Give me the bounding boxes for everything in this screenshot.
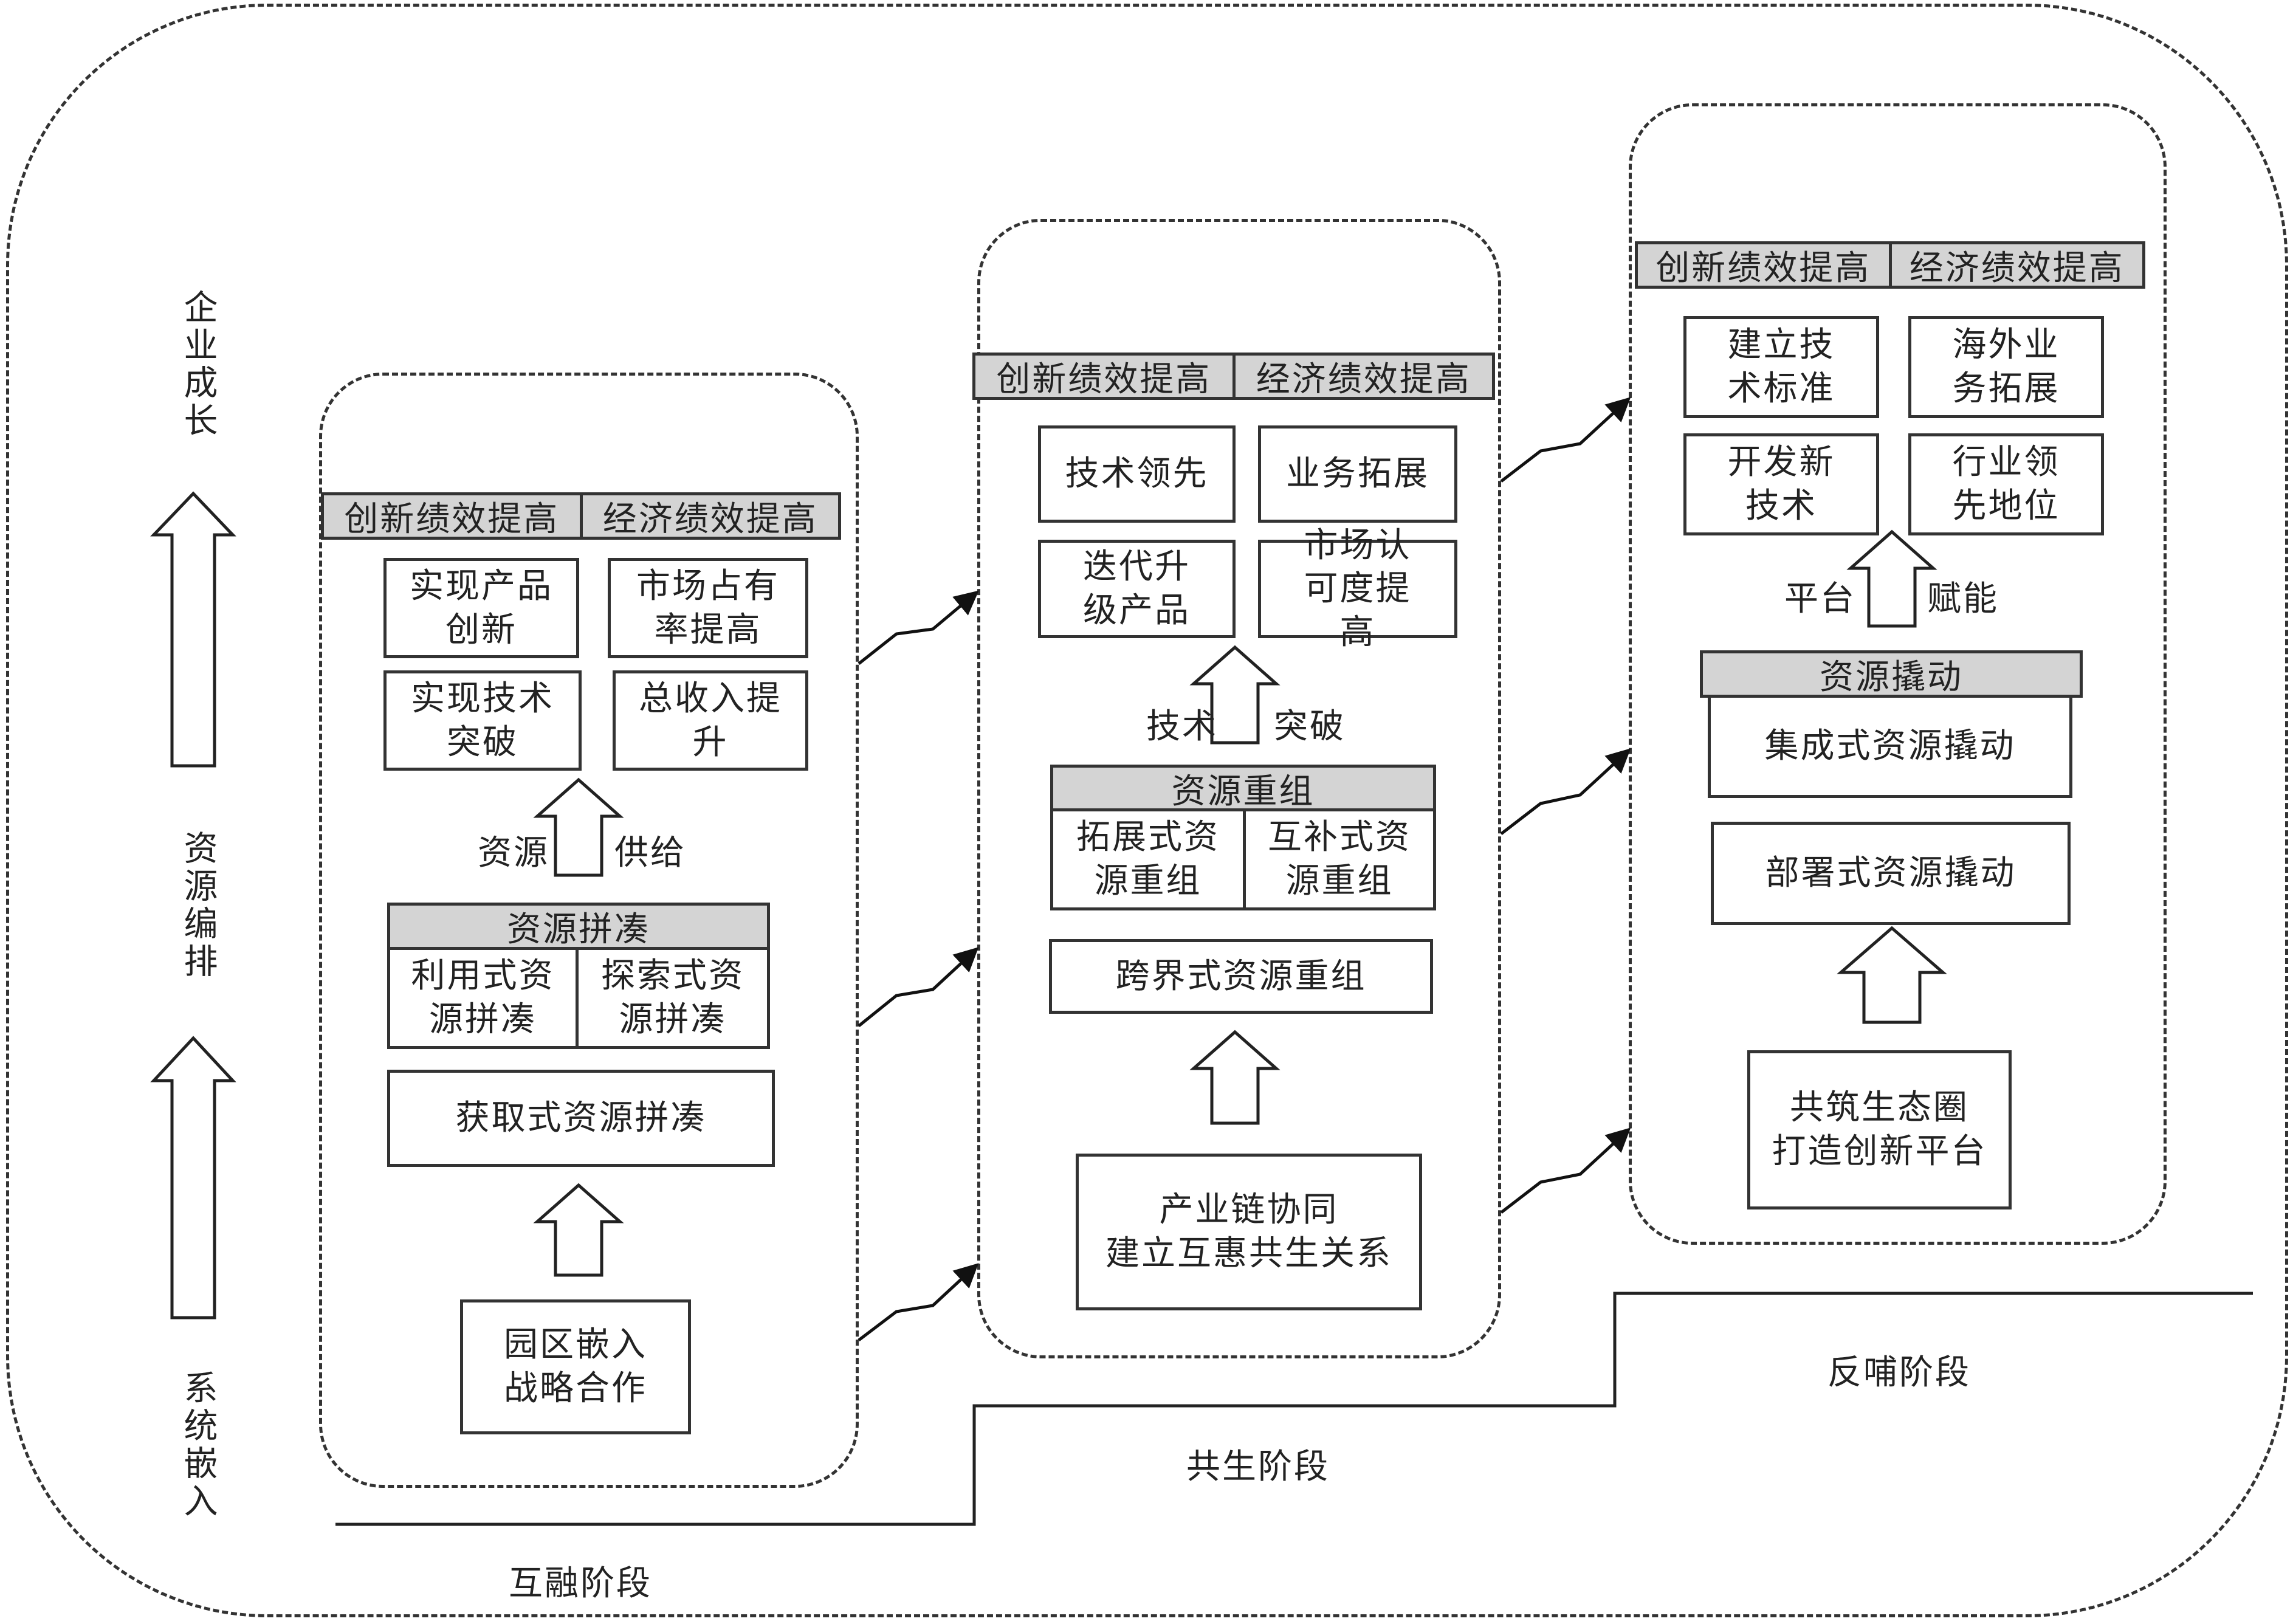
stage2-arrow-label-right: 突破	[1274, 706, 1346, 746]
stage1-mechanism-acquisition: 获取式资源拼凑	[387, 1070, 775, 1167]
stage1-supply-hollow-arrow	[533, 777, 624, 877]
flow-arrow-foundation-2-3	[1500, 1127, 1631, 1214]
flow-arrow-mechanism-1-2	[858, 947, 979, 1027]
stage2-foundation-industry-chain: 产业链协同 建立互惠共生关系	[1076, 1154, 1422, 1310]
embedding-label: 系统嵌入	[178, 1370, 218, 1521]
stage1-outcome-tech-breakthrough: 实现技术突破	[383, 670, 582, 771]
stage2-mechanism-title: 资源重组	[1050, 765, 1436, 812]
flow-arrow-mechanism-2-3	[1500, 748, 1631, 835]
stage1-embed-hollow-arrow	[533, 1183, 624, 1277]
flow-arrow-foundation-1-2	[858, 1263, 979, 1341]
stage1-economic-performance: 经济绩效提高	[579, 495, 839, 539]
orchestration-hollow-arrow	[150, 1036, 236, 1320]
stage3-innovation-performance: 创新绩效提高	[1655, 248, 1871, 288]
stage3-mechanism-integration: 集成式资源撬动	[1708, 695, 2072, 798]
stage1-container	[319, 373, 859, 1488]
stage1-performance-bar: 创新绩效提高 经济绩效提高	[321, 492, 841, 540]
stage2-outcome-iterative-upgrade: 迭代升级产品	[1038, 540, 1236, 638]
stage1-outcome-revenue-growth: 总收入提升	[613, 670, 808, 771]
stage3-mechanism-title: 资源撬动	[1700, 650, 2083, 698]
outer-dashed-boundary	[6, 4, 2288, 1617]
stage2-foundation-line2: 建立互惠共生关系	[1105, 1234, 1392, 1273]
stage3-arrow-label-right: 赋能	[1927, 579, 1999, 619]
stage1-arrow-label-right: 供给	[614, 833, 686, 873]
phase-label-stage1: 互融阶段	[509, 1563, 652, 1603]
stage2-performance-bar: 创新绩效提高 经济绩效提高	[972, 353, 1495, 400]
orchestration-label: 资源编排	[178, 830, 218, 981]
stage2-foundation-line1: 产业链协同	[1159, 1190, 1339, 1230]
stage1-arrow-label-left: 资源	[478, 833, 549, 873]
stage2-innovation-performance: 创新绩效提高	[996, 359, 1212, 399]
stage3-outcome-new-tech: 开发新技术	[1683, 433, 1879, 535]
stage1-mechanism-exploration: 探索式资源拼凑	[576, 947, 770, 1049]
stage1-outcome-market-share: 市场占有率提高	[608, 558, 808, 658]
stage2-mechanism-expansion: 拓展式资源重组	[1050, 808, 1246, 910]
stage3-ecosystem-hollow-arrow	[1837, 926, 1947, 1024]
stage1-outcome-product-innovation: 实现产品创新	[383, 558, 579, 658]
growth-hollow-arrow	[150, 491, 236, 768]
stage3-platform-hollow-arrow	[1846, 529, 1937, 628]
stage3-arrow-label-left: 平台	[1784, 579, 1856, 619]
stage1-mechanism-utilization: 利用式资源拼凑	[387, 947, 579, 1049]
stage1-foundation-park-embedding: 园区嵌入战略合作	[460, 1299, 691, 1434]
stage2-outcome-business-expansion: 业务拓展	[1258, 425, 1457, 523]
stage3-foundation-line2: 打造创新平台	[1772, 1132, 1987, 1171]
phase-label-stage3: 反哺阶段	[1827, 1352, 1971, 1392]
stage3-mechanism-deployment: 部署式资源撬动	[1711, 822, 2071, 925]
stage1-mechanism-title: 资源拼凑	[387, 903, 770, 950]
stage3-economic-performance: 经济绩效提高	[1888, 244, 2143, 288]
stage2-outcome-market-recognition: 市场认可度提高	[1258, 526, 1457, 652]
stage3-outcome-industry-lead: 行业领先地位	[1908, 433, 2104, 535]
stage3-foundation-ecosystem: 共筑生态圈 打造创新平台	[1747, 1050, 2012, 1209]
stage1-innovation-performance: 创新绩效提高	[344, 499, 560, 539]
stage2-mechanism-crossborder: 跨界式资源重组	[1049, 939, 1433, 1014]
stage2-arrow-label-left: 技术	[1146, 706, 1218, 746]
stage2-mechanism-complementary: 互补式资源重组	[1243, 808, 1436, 910]
stage2-synergy-hollow-arrow	[1189, 1030, 1281, 1125]
stage2-economic-performance: 经济绩效提高	[1232, 356, 1493, 399]
stage3-outcome-overseas-expansion: 海外业务拓展	[1908, 316, 2104, 418]
flow-arrow-outcomes-1-2	[858, 590, 979, 665]
stage2-tech-hollow-arrow	[1189, 645, 1281, 745]
stage3-outcome-tech-standard: 建立技术标准	[1683, 316, 1879, 418]
stage3-foundation-line1: 共筑生态圈	[1790, 1088, 1969, 1128]
growth-label: 企业成长	[178, 289, 218, 440]
stage2-container	[977, 219, 1501, 1358]
stage2-outcome-tech-lead: 技术领先	[1038, 425, 1236, 523]
flow-arrow-outcomes-2-3	[1500, 397, 1631, 483]
phase-step-line	[335, 1292, 2253, 1526]
stage3-container	[1629, 103, 2167, 1245]
stage3-performance-bar: 创新绩效提高 经济绩效提高	[1635, 241, 2145, 289]
phase-label-stage2: 共生阶段	[1186, 1447, 1330, 1487]
